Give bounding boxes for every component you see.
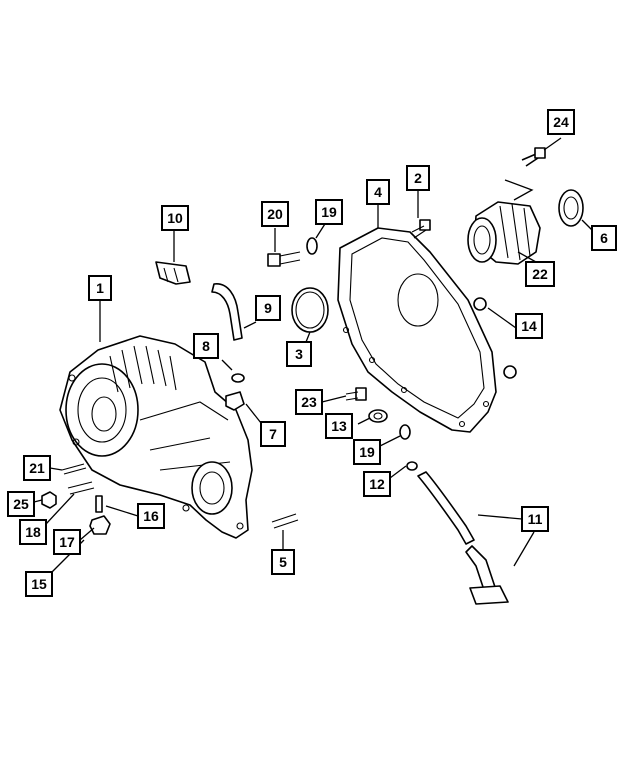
plug-17 xyxy=(89,515,111,535)
stud-21 xyxy=(61,463,87,475)
callout-4: 4 xyxy=(366,179,390,205)
spring-16 xyxy=(95,495,103,513)
svg-text:19: 19 xyxy=(321,204,337,220)
callout-3: 3 xyxy=(286,341,312,367)
callout-14: 14 xyxy=(515,313,543,339)
svg-text:13: 13 xyxy=(331,418,347,434)
callout-10: 10 xyxy=(161,205,189,231)
callout-19-lower: 19 xyxy=(353,439,381,465)
svg-text:25: 25 xyxy=(13,496,29,512)
callout-23: 23 xyxy=(295,389,323,415)
callout-9: 9 xyxy=(255,295,281,321)
svg-text:14: 14 xyxy=(521,318,537,334)
svg-text:6: 6 xyxy=(600,230,608,246)
svg-text:24: 24 xyxy=(553,114,569,130)
callout-25: 25 xyxy=(7,491,35,517)
svg-text:18: 18 xyxy=(25,524,41,540)
svg-text:5: 5 xyxy=(279,554,287,570)
rear-case-half xyxy=(337,227,497,433)
o-ring xyxy=(291,287,329,333)
svg-text:4: 4 xyxy=(374,184,382,200)
callout-1: 1 xyxy=(88,275,112,301)
bolt-20 xyxy=(267,251,301,267)
callout-2: 2 xyxy=(406,165,430,191)
svg-text:22: 22 xyxy=(532,266,548,282)
callout-15: 15 xyxy=(25,571,53,597)
plug-14-upper xyxy=(473,297,487,311)
vent-fitting xyxy=(225,391,245,411)
callout-16: 16 xyxy=(137,503,165,529)
dipstick-tube xyxy=(417,471,509,605)
callout-5: 5 xyxy=(271,549,295,575)
bolt-2 xyxy=(411,219,431,239)
position-sensor xyxy=(155,261,191,285)
stud-5 xyxy=(271,513,299,529)
svg-text:7: 7 xyxy=(269,426,277,442)
callout-21: 21 xyxy=(23,455,51,481)
callout-24: 24 xyxy=(547,109,575,135)
extension-housing xyxy=(467,201,541,265)
leader-lines xyxy=(33,137,593,573)
callout-8: 8 xyxy=(193,333,219,359)
washer-13 xyxy=(368,409,388,423)
vent-ring xyxy=(231,373,245,383)
svg-text:10: 10 xyxy=(167,210,183,226)
callout-18: 18 xyxy=(19,519,47,545)
callout-7: 7 xyxy=(260,421,286,447)
callout-17: 17 xyxy=(53,529,81,555)
washer-19-top xyxy=(306,237,318,255)
callout-12: 12 xyxy=(363,471,391,497)
svg-text:23: 23 xyxy=(301,394,317,410)
callout-22: 22 xyxy=(525,261,555,287)
svg-text:21: 21 xyxy=(29,460,45,476)
svg-text:15: 15 xyxy=(31,576,47,592)
callout-13: 13 xyxy=(325,413,353,439)
svg-text:9: 9 xyxy=(264,300,272,316)
callout-6: 6 xyxy=(591,225,617,251)
front-case-housing xyxy=(59,335,253,539)
o-ring-12 xyxy=(406,461,418,471)
plug-14-lower xyxy=(503,365,517,379)
vent-hose xyxy=(211,283,243,341)
callout-19-top: 19 xyxy=(315,199,343,225)
svg-text:17: 17 xyxy=(59,534,75,550)
svg-text:12: 12 xyxy=(369,476,385,492)
oil-seal xyxy=(558,189,584,227)
stud-18 xyxy=(67,481,95,495)
bolt-24 xyxy=(521,147,546,167)
callout-11: 11 xyxy=(521,506,549,532)
svg-text:16: 16 xyxy=(143,508,159,524)
bolt-23 xyxy=(345,387,367,401)
callout-20: 20 xyxy=(261,201,289,227)
svg-text:19: 19 xyxy=(359,444,375,460)
svg-text:3: 3 xyxy=(295,346,303,362)
svg-text:1: 1 xyxy=(96,280,104,296)
washer-19-lower xyxy=(399,424,411,440)
nut-25 xyxy=(41,491,57,509)
svg-text:20: 20 xyxy=(267,206,283,222)
svg-text:2: 2 xyxy=(414,170,422,186)
svg-text:11: 11 xyxy=(528,511,543,527)
svg-text:8: 8 xyxy=(202,338,210,354)
